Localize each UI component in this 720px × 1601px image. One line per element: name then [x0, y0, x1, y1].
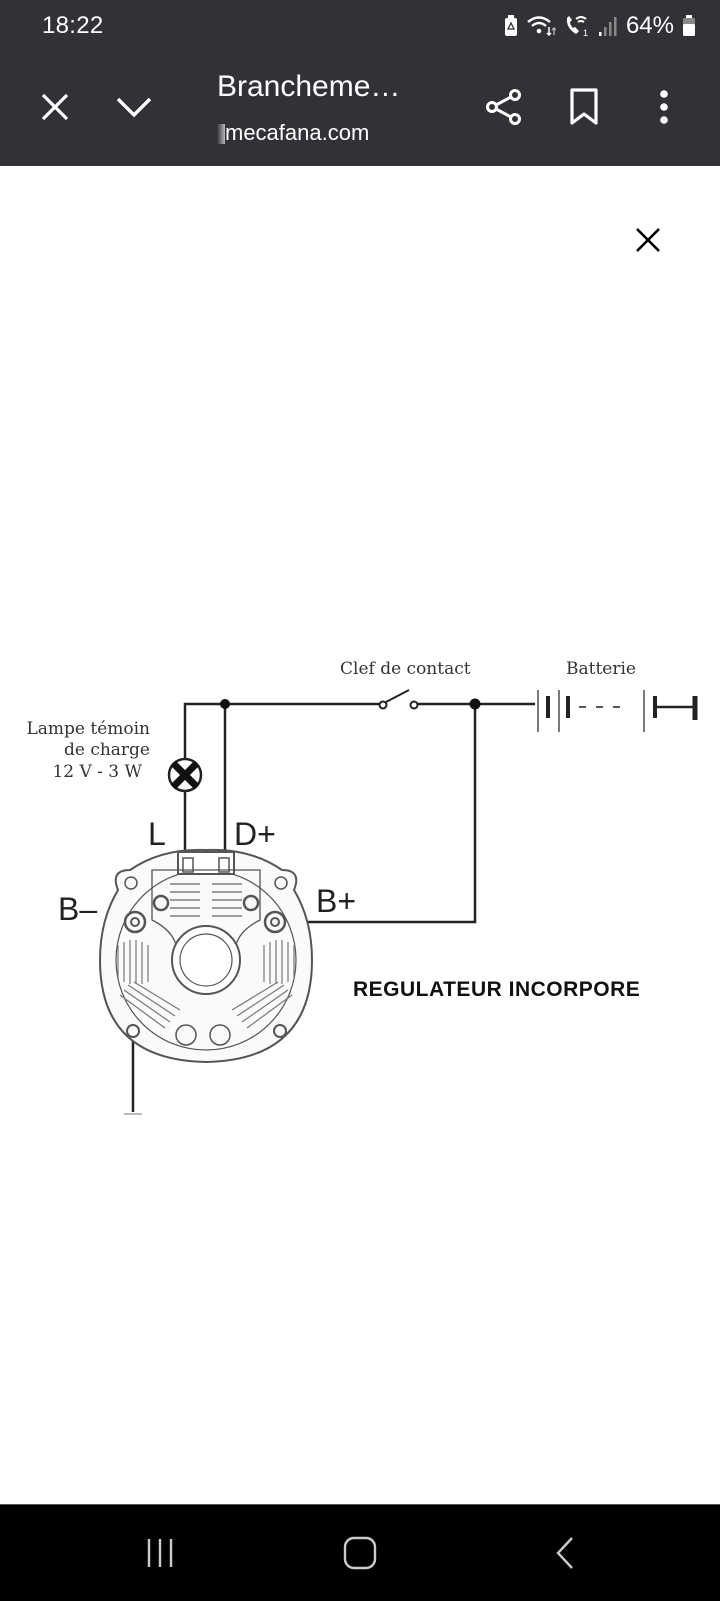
- chevron-down-icon: [116, 97, 152, 118]
- more-options-button[interactable]: [636, 79, 692, 135]
- status-icons: 1 64%: [504, 12, 696, 40]
- wifi-calling-icon: 1: [566, 16, 588, 38]
- bookmark-icon: [570, 88, 598, 125]
- wire-bplus: [280, 704, 477, 924]
- lamp-label-line3: 12 V - 3 W: [52, 762, 142, 782]
- battery-percent: 64%: [625, 12, 674, 39]
- wire-top: [183, 702, 380, 855]
- junction-dot-bplus: [469, 698, 481, 710]
- status-bar: 18:22 1 64%: [0, 0, 720, 52]
- bookmark-button[interactable]: [556, 79, 612, 135]
- terminal-Bminus-label: B–: [58, 891, 97, 927]
- page-title: Brancheme…: [217, 70, 401, 103]
- battery-icon: [683, 15, 695, 36]
- recent-apps-icon: [147, 1539, 173, 1567]
- recent-apps-button[interactable]: [130, 1525, 190, 1581]
- lamp-label-line2: de charge: [64, 740, 150, 760]
- terminal-L-label: L: [148, 816, 166, 852]
- svg-text:1: 1: [583, 28, 588, 38]
- battery-label: Batterie: [566, 659, 636, 679]
- back-icon: [556, 1537, 573, 1569]
- close-tab-button[interactable]: [27, 79, 83, 135]
- back-button[interactable]: [535, 1525, 595, 1581]
- wiring-diagram: Lampe témoin de charge 12 V - 3 W Clef d…: [26, 659, 698, 1115]
- more-vert-icon: [660, 90, 668, 124]
- junction-dot-dplus: [220, 699, 230, 709]
- close-image-viewer-button[interactable]: [620, 212, 676, 268]
- share-icon: [486, 89, 521, 125]
- custom-tab-toolbar: Brancheme… mecafana.com: [0, 52, 720, 166]
- vent-slots-left: [117, 940, 181, 1029]
- close-icon: [41, 93, 69, 121]
- heatsink-fins-top: [170, 883, 242, 917]
- home-button[interactable]: [330, 1525, 390, 1581]
- diagram-caption: REGULATEUR INCORPORE: [353, 978, 640, 1001]
- terminal-Dplus-label: D+: [234, 816, 276, 852]
- battery-symbol: [537, 690, 698, 732]
- home-icon: [343, 1536, 377, 1570]
- switch-label: Clef de contact: [340, 659, 471, 679]
- share-button[interactable]: [476, 79, 532, 135]
- image-viewer: [0, 166, 720, 1504]
- wifi-icon: [527, 16, 556, 37]
- page-url: mecafana.com: [217, 120, 369, 146]
- url-fade: [217, 124, 225, 145]
- alternator: [98, 848, 314, 1064]
- signal-icon: [598, 17, 617, 36]
- ignition-switch: [378, 689, 419, 710]
- minimize-tab-button[interactable]: [106, 79, 162, 135]
- navigation-bar: [0, 1504, 720, 1601]
- status-time: 18:22: [42, 12, 104, 39]
- indicator-lamp: [167, 757, 203, 793]
- page-url-text: mecafana.com: [225, 120, 370, 145]
- terminal-Bplus-label: B+: [316, 883, 356, 919]
- vent-slots-right: [231, 940, 295, 1029]
- wires: [131, 702, 535, 1112]
- battery-saver-icon: [504, 15, 517, 36]
- close-icon: [636, 228, 660, 252]
- lamp-label-line1: Lampe témoin: [26, 719, 150, 739]
